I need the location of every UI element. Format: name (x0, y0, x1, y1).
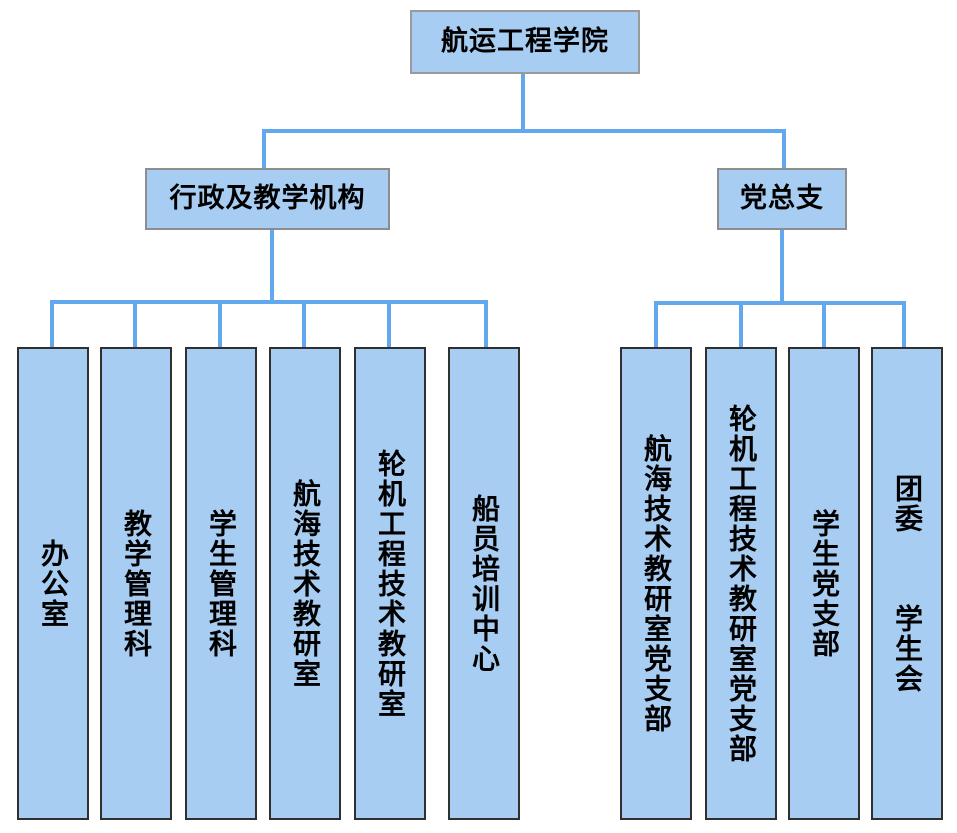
connector-admin-stem (270, 230, 274, 302)
node-admin-branch-label: 行政及教学机构 (169, 182, 366, 214)
node-admin-child-1[interactable]: 办公室 (17, 347, 89, 820)
node-party-child-2[interactable]: 轮机工程技术教研室党支部 (705, 347, 777, 820)
node-admin-child-6[interactable]: 船员培训中心 (448, 347, 520, 820)
node-party-child-4[interactable]: 团委 学生会 (871, 347, 943, 820)
connector-party-drop-3 (822, 301, 826, 347)
node-admin-child-4-label: 航海技术教研室 (289, 478, 322, 689)
node-admin-branch[interactable]: 行政及教学机构 (145, 168, 390, 230)
node-admin-child-2-label: 教学管理科 (120, 508, 153, 659)
connector-party-drop-1 (654, 301, 658, 347)
node-admin-child-4[interactable]: 航海技术教研室 (269, 347, 341, 820)
node-party-child-4-label: 团委 学生会 (891, 473, 924, 694)
node-party-branch-label: 党总支 (740, 182, 824, 214)
node-party-child-3-label: 学生党支部 (808, 508, 841, 659)
connector-admin-drop-4 (302, 300, 306, 347)
node-admin-child-3[interactable]: 学生管理科 (185, 347, 257, 820)
connector-party-bus (654, 301, 906, 305)
connector-party-stem (780, 230, 784, 303)
connector-drop-admin (262, 129, 266, 168)
connector-admin-bus (50, 300, 488, 304)
node-admin-child-6-label: 船员培训中心 (468, 493, 501, 674)
node-party-branch[interactable]: 党总支 (717, 168, 847, 230)
node-party-child-2-label: 轮机工程技术教研室党支部 (725, 403, 758, 764)
node-root[interactable]: 航运工程学院 (410, 10, 640, 74)
connector-party-drop-2 (739, 301, 743, 347)
node-party-child-1-label: 航海技术教研室党支部 (640, 433, 673, 734)
node-party-child-3[interactable]: 学生党支部 (788, 347, 860, 820)
node-admin-child-3-label: 学生管理科 (205, 508, 238, 659)
node-root-label: 航运工程学院 (441, 25, 609, 57)
node-admin-child-2[interactable]: 教学管理科 (100, 347, 172, 820)
node-admin-child-5-label: 轮机工程技术教研室 (374, 448, 407, 719)
connector-party-drop-4 (902, 301, 906, 347)
connector-admin-drop-1 (50, 300, 54, 347)
connector-admin-drop-6 (484, 300, 488, 347)
connector-level1-bus (262, 129, 786, 133)
node-admin-child-5[interactable]: 轮机工程技术教研室 (354, 347, 426, 820)
node-party-child-1[interactable]: 航海技术教研室党支部 (620, 347, 692, 820)
node-admin-child-1-label: 办公室 (37, 538, 70, 629)
connector-drop-party (782, 129, 786, 168)
connector-admin-drop-5 (387, 300, 391, 347)
connector-admin-drop-2 (133, 300, 137, 347)
connector-root-stem (521, 74, 525, 131)
connector-admin-drop-3 (218, 300, 222, 347)
